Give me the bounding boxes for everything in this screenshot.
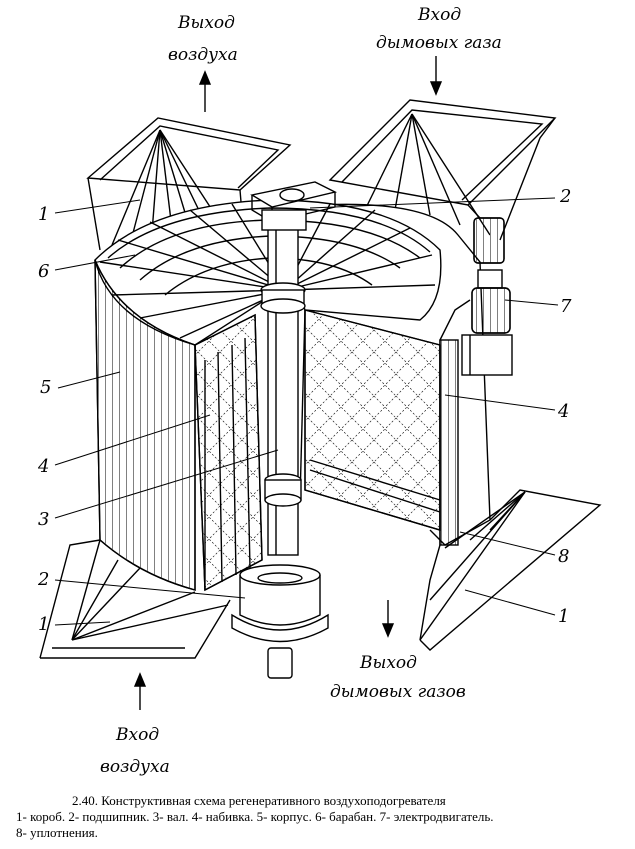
air-inlet-label-line2: воздуха bbox=[100, 757, 170, 777]
housing-left bbox=[94, 259, 196, 591]
lower-bearing bbox=[231, 564, 329, 679]
callout-1-upper-left: 1 bbox=[38, 204, 49, 225]
left-packing bbox=[194, 313, 263, 592]
upper-right-duct bbox=[328, 99, 557, 241]
leader-lines bbox=[54, 197, 559, 626]
callout-1-lower-left: 1 bbox=[38, 614, 49, 635]
air-outlet-label-line2: воздуха bbox=[168, 45, 238, 65]
gas-outlet-label-line2: дымовых газов bbox=[330, 682, 466, 702]
callout-4-left: 4 bbox=[37, 456, 49, 477]
callout-2-lower: 2 bbox=[37, 569, 49, 590]
callout-6: 6 bbox=[38, 261, 49, 282]
caption-legend-line2: 8- уплотнения. bbox=[16, 825, 98, 840]
callout-3: 3 bbox=[38, 509, 49, 530]
callout-5: 5 bbox=[40, 377, 51, 398]
air-inlet-label-line1: Вход bbox=[115, 725, 159, 745]
gas-inlet-label-line2: дымовых газа bbox=[376, 33, 502, 53]
right-packing bbox=[299, 309, 441, 531]
callout-2-upper: 2 bbox=[559, 186, 571, 207]
flow-arrows bbox=[133, 56, 443, 710]
gas-outlet-label-line1: Выход bbox=[359, 653, 417, 673]
gas-inlet-label-line1: Вход bbox=[417, 5, 461, 25]
lower-left-duct bbox=[39, 539, 231, 659]
regenerative-air-heater-diagram: Выход воздуха Вход дымовых газа Выход ды… bbox=[37, 5, 602, 777]
lower-right-duct bbox=[419, 489, 602, 651]
caption-legend-line1: 1- короб. 2- подшипник. 3- вал. 4- набив… bbox=[16, 809, 494, 824]
upper-bearing bbox=[250, 181, 338, 231]
callout-7: 7 bbox=[560, 296, 572, 317]
callout-4-right: 4 bbox=[557, 401, 569, 422]
shaft bbox=[260, 224, 306, 556]
callout-1-lower-right: 1 bbox=[558, 606, 569, 627]
figure-caption: 2.40. Конструктивная схема регенеративно… bbox=[16, 793, 628, 841]
air-outlet-label-line1: Выход bbox=[177, 13, 235, 33]
electric-motor bbox=[461, 217, 513, 376]
callout-8: 8 bbox=[558, 546, 569, 567]
caption-title: 2.40. Конструктивная схема регенеративно… bbox=[72, 793, 446, 808]
